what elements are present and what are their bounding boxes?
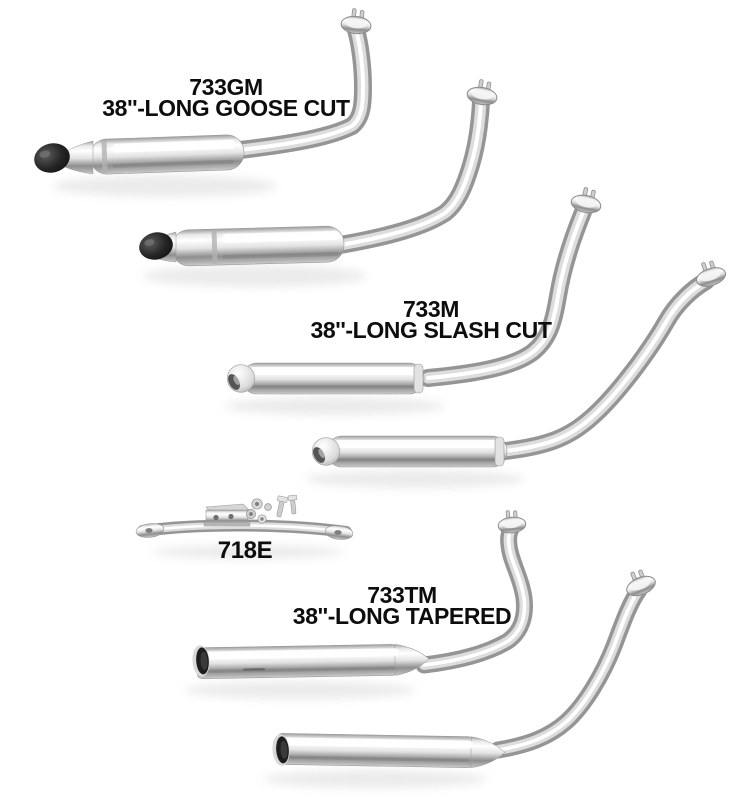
tapered-open-tip	[192, 645, 210, 677]
photo-soft-shadows	[53, 175, 525, 788]
taper-cone	[394, 644, 430, 676]
muffler-weld-ring	[211, 230, 218, 265]
slash-cut-tip	[226, 364, 256, 393]
tapered-pipe-upper	[192, 508, 528, 680]
tapered-open-tip	[272, 734, 290, 766]
header-pipe	[428, 212, 583, 378]
goose-cut-tip	[34, 143, 70, 173]
muffler-body	[196, 644, 430, 680]
label-733gm: 733GM 38''-LONG GOOSE CUT	[66, 74, 386, 121]
part-code: 733TM	[367, 582, 437, 608]
muffler-body	[241, 362, 425, 395]
muffler-body	[89, 134, 245, 175]
label-718e: 718E	[185, 537, 305, 564]
tapered-pipe-lower	[272, 565, 659, 768]
slash-cut-pipe-lower	[311, 256, 729, 468]
part-code: 733GM	[189, 74, 263, 100]
slash-cut-pipe-set	[226, 184, 729, 468]
header-flange	[496, 508, 528, 535]
goose-cut-pipe-upper	[34, 7, 374, 175]
header-flange	[465, 77, 501, 108]
bolt	[287, 494, 298, 515]
mounting-bracket-718e	[135, 494, 354, 540]
bolt	[276, 495, 288, 518]
slash-cut-pipe-upper	[226, 184, 605, 395]
label-733m: 733M 38''-LONG SLASH CUT	[271, 296, 591, 343]
muffler-weld-ring	[101, 140, 108, 174]
muffler-body	[171, 225, 345, 267]
goose-cut-pipe-set	[34, 7, 501, 267]
goose-cut-tip	[139, 232, 173, 260]
bracket-bar	[135, 522, 354, 540]
bracket-hole	[145, 528, 153, 533]
tapered-pipe-set	[192, 508, 659, 768]
part-desc: 38''-LONG SLASH CUT	[310, 317, 552, 343]
part-desc: 38''-LONG GOOSE CUT	[102, 95, 350, 121]
muffler-coupling-ring	[494, 436, 505, 467]
part-code: 718E	[217, 537, 273, 564]
slash-cut-tip	[311, 437, 341, 466]
taper-cone	[470, 736, 506, 768]
muffler-body	[326, 435, 508, 468]
goose-cut-pipe-lower	[139, 77, 501, 267]
label-733tm: 733TM 38''-LONG TAPERED	[242, 582, 562, 629]
bracket-hole	[334, 530, 342, 535]
muffler-body	[276, 733, 506, 768]
part-desc: 38''-LONG TAPERED	[292, 603, 512, 629]
part-code: 733M	[403, 296, 459, 322]
muffler-coupling-ring	[413, 363, 424, 394]
mounting-hardware	[246, 494, 298, 524]
bracket-plate	[203, 503, 251, 527]
header-flange	[339, 7, 374, 36]
